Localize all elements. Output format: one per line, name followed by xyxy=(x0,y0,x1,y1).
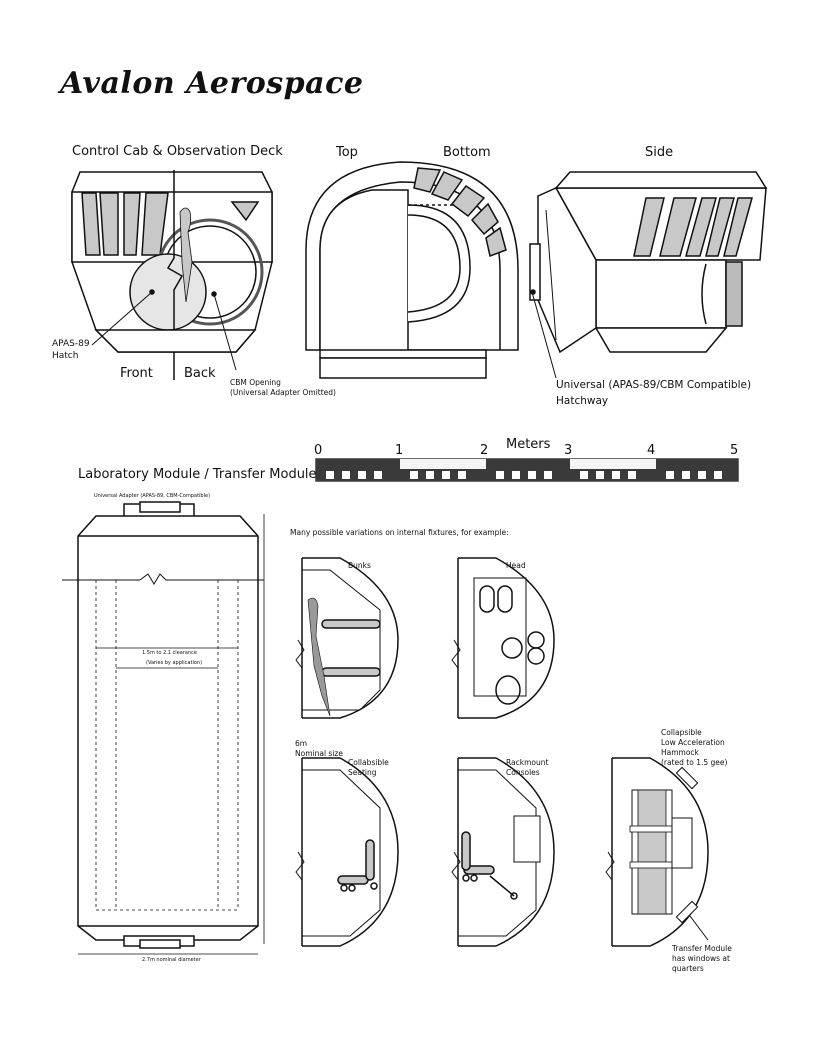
head-section xyxy=(451,557,555,719)
scale-label: Meters xyxy=(506,437,551,452)
hammock-section xyxy=(605,757,709,947)
front-label: Front xyxy=(120,366,153,381)
meters-scale-bar xyxy=(315,458,739,482)
seating-label: Collabsible Seating xyxy=(348,758,389,777)
bunks-section xyxy=(295,557,399,719)
rackmount-label: Rackmount Consoles xyxy=(506,758,549,777)
clearance-label: 1.5m to 2.1 clearance xyxy=(142,650,197,656)
bunks-label: Bunks xyxy=(348,561,371,570)
universal-adapter-label: Universal Adapter (APAS-89, CBM-Compatib… xyxy=(94,493,211,499)
seating-section xyxy=(295,757,399,947)
scale-tick-0: 0 xyxy=(314,443,323,458)
top-bottom-view-drawing xyxy=(305,161,519,379)
diameter-label: 2.7m nominal diameter xyxy=(142,957,201,963)
lab-module-drawing xyxy=(62,501,265,955)
scale-tick-3: 3 xyxy=(564,443,573,458)
apas-hatch-label: APAS-89 Hatch xyxy=(52,339,90,361)
control-cab-title: Control Cab & Observation Deck xyxy=(72,144,283,159)
view-top-label: Top xyxy=(336,145,358,160)
windows-label: Transfer Module has windows at quarters xyxy=(672,944,732,973)
view-side-label: Side xyxy=(645,145,674,160)
scale-tick-2: 2 xyxy=(480,443,489,458)
back-label: Back xyxy=(184,366,216,381)
universal-hatchway-label: Universal (APAS-89/CBM Compatible) Hatch… xyxy=(556,379,752,407)
view-bottom-label: Bottom xyxy=(443,145,491,160)
lab-module-title: Laboratory Module / Transfer Module xyxy=(78,467,317,482)
head-label: Head xyxy=(506,561,526,570)
side-view-drawing xyxy=(529,171,768,379)
rackmount-section xyxy=(451,757,555,947)
cbm-opening-label: CBM Opening (Universal Adapter Omitted) xyxy=(230,378,336,397)
hammock-label: Collapsible Low Acceleration Hammock (ra… xyxy=(661,728,728,767)
nominal-size-label: 6m Nominal size xyxy=(295,739,343,758)
varies-label: (Varies by application) xyxy=(146,660,203,666)
brand-title: Avalon Aerospace xyxy=(60,66,364,101)
scale-tick-5: 5 xyxy=(730,443,739,458)
scale-tick-1: 1 xyxy=(395,443,404,458)
control-cab-front-back-drawing xyxy=(71,170,273,380)
scale-tick-4: 4 xyxy=(647,443,656,458)
variations-intro: Many possible variations on internal fix… xyxy=(290,528,509,537)
